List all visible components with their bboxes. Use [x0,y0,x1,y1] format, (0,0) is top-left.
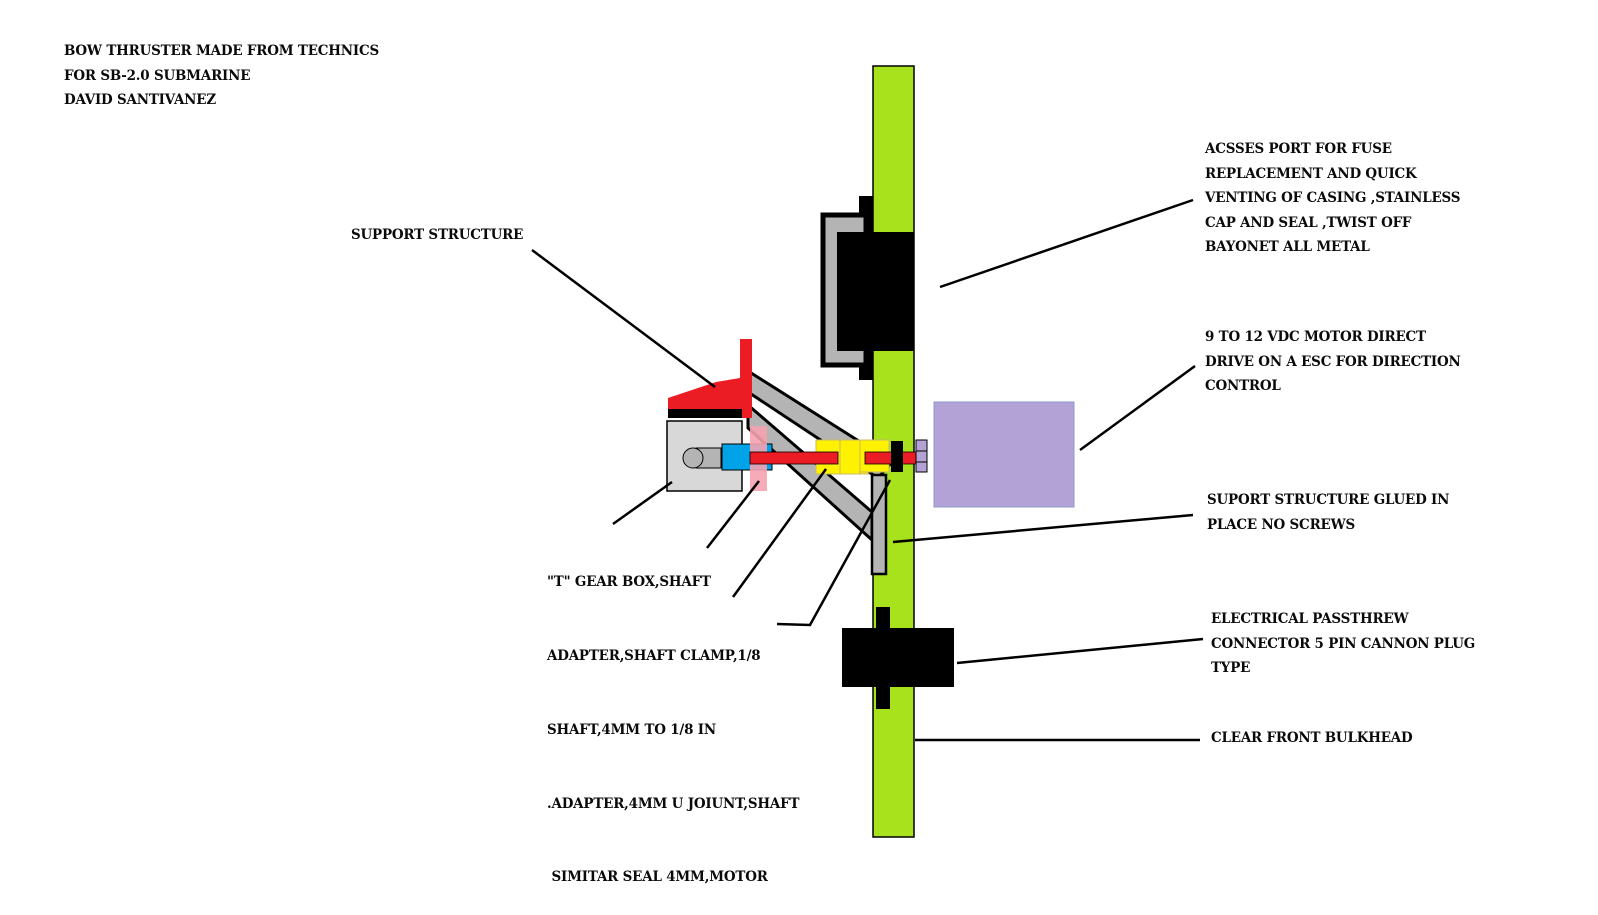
gearbox-gear [682,447,704,469]
callout-line: "T" GEAR BOX,SHAFT [547,574,711,591]
title-line: FOR SB-2.0 SUBMARINE [64,67,251,84]
callout-line: 9 TO 12 VDC MOTOR DIRECT [1205,329,1426,345]
callout-line: DRIVE ON A ESC FOR DIRECTION [1205,353,1461,370]
electrical-connector-body [842,628,954,687]
support-post [870,473,888,576]
leader-shaft-clamp [706,480,760,549]
callout-line: CONNECTOR 5 PIN CANNON PLUG [1211,635,1476,652]
callout-support-structure: SUPPORT STRUCTURE [351,223,523,248]
callout-line: TYPE [1211,660,1251,677]
callout-line: CLEAR FRONT BULKHEAD [1211,730,1413,746]
access-port-body [837,232,914,351]
u-joint-inner [839,439,861,475]
callout-bulkhead: CLEAR FRONT BULKHEAD [1211,726,1413,751]
callout-line: SHAFT,4MM TO 1/8 IN [547,721,716,738]
leader-electrical-connector [956,637,1204,665]
callout-line: PLACE NO SCREWS [1207,516,1356,533]
shaft-seal [891,441,903,472]
callout-line: SUPPORT STRUCTURE [351,227,524,243]
callout-line: ADAPTER,SHAFT CLAMP,1/8 [547,647,761,664]
callout-line: BAYONET ALL METAL [1205,239,1370,256]
support-bracket-red [668,339,752,418]
title-line: BOW THRUSTER MADE FROM TECHNICS [64,43,380,59]
callout-drivetrain: "T" GEAR BOX,SHAFT ADAPTER,SHAFT CLAMP,1… [547,521,800,915]
leader-glued-support [892,513,1194,544]
motor-body [933,401,1075,508]
support-bracket-plate [668,409,742,418]
callout-motor: 9 TO 12 VDC MOTOR DIRECT DRIVE ON A ESC … [1205,325,1461,399]
callout-access-port: ACSSES PORT FOR FUSE REPLACEMENT AND QUI… [1205,137,1460,260]
seal-flange [915,439,928,473]
bow-thruster-diagram [531,65,1204,838]
callout-line: CONTROL [1205,378,1281,395]
callout-glued-support: SUPORT STRUCTURE GLUED IN PLACE NO SCREW… [1207,488,1449,537]
leader-access-port [939,198,1194,289]
callout-line: VENTING OF CASING ,STAINLESS [1205,190,1461,207]
title-line: DAVID SANTIVANEZ [64,92,216,109]
leader-seal [776,479,892,627]
callout-line: SIMITAR SEAL 4MM,MOTOR [547,869,768,886]
callout-line: REPLACEMENT AND QUICK [1205,165,1417,182]
callout-line: CAP AND SEAL ,TWIST OFF [1205,214,1412,231]
callout-line: ACSSES PORT FOR FUSE [1205,141,1392,157]
leader-support-structure [531,248,716,389]
leader-motor [1079,364,1196,452]
callout-electrical-connector: ELECTRICAL PASSTHREW CONNECTOR 5 PIN CAN… [1211,607,1475,681]
diagram-title: BOW THRUSTER MADE FROM TECHNICS FOR SB-2… [64,39,379,113]
callout-line: ELECTRICAL PASSTHREW [1211,611,1409,627]
callout-line: .ADAPTER,4MM U JOIUNT,SHAFT [547,795,800,812]
leader-gearbox [612,480,673,526]
leader-u-joint [731,468,828,598]
callout-line: SUPORT STRUCTURE GLUED IN [1207,492,1450,508]
drive-shaft-1 [749,451,839,465]
